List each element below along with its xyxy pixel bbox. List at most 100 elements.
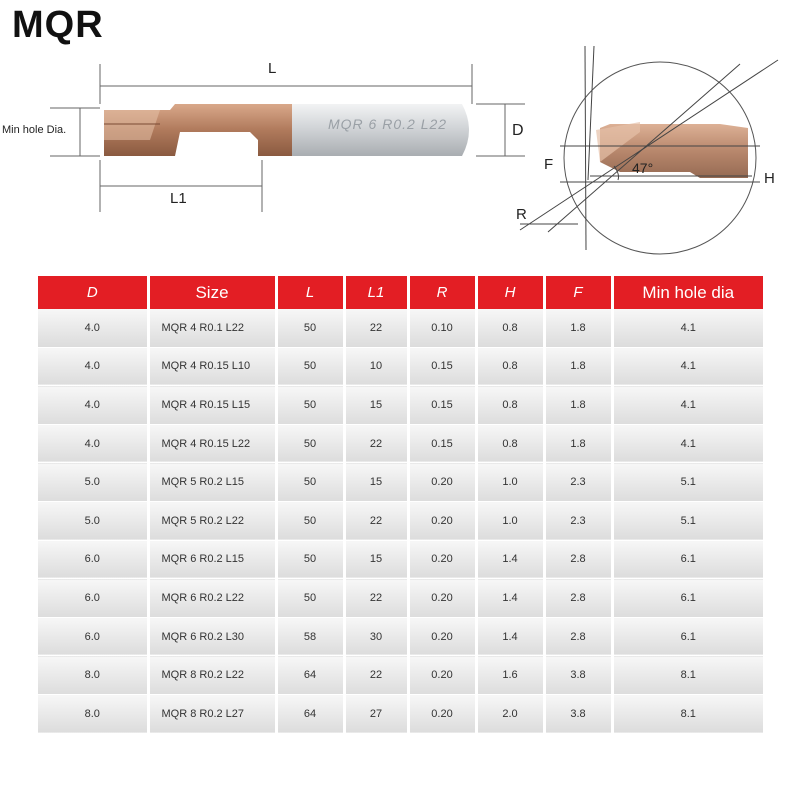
col-header-l1: L1 (344, 276, 410, 309)
cell-size: MQR 4 R0.15 L15 (148, 385, 278, 425)
cell-d: 8.0 (38, 655, 150, 695)
cell-size: MQR 8 R0.2 L22 (148, 655, 278, 695)
cell-r: 0.15 (408, 385, 478, 425)
cell-size: MQR 5 R0.2 L15 (148, 462, 278, 502)
d-label: D (512, 122, 524, 139)
cell-f: 1.8 (544, 385, 614, 425)
cell-f: 1.8 (544, 424, 614, 464)
table-header-row: D Size L L1 R H F Min hole dia (38, 276, 763, 309)
cell-f: 2.8 (544, 617, 614, 657)
cell-min-hole-dia: 5.1 (612, 501, 763, 541)
cell-d: 4.0 (38, 424, 150, 464)
cell-min-hole-dia: 5.1 (612, 462, 763, 502)
cell-min-hole-dia: 4.1 (612, 424, 763, 464)
min-hole-label: Min hole Dia. (2, 124, 67, 136)
cell-h: 0.8 (476, 385, 546, 425)
cell-l1: 22 (344, 501, 410, 541)
cell-size: MQR 5 R0.2 L22 (148, 501, 278, 541)
cell-r: 0.20 (408, 501, 478, 541)
cell-h: 1.0 (476, 462, 546, 502)
page-title: MQR (12, 4, 104, 46)
cell-f: 3.8 (544, 655, 614, 695)
cell-h: 1.0 (476, 501, 546, 541)
cell-l: 50 (276, 385, 346, 425)
cell-r: 0.20 (408, 540, 478, 580)
cell-h: 1.6 (476, 655, 546, 695)
cell-min-hole-dia: 6.1 (612, 617, 763, 657)
cell-h: 0.8 (476, 309, 546, 348)
cell-r: 0.15 (408, 424, 478, 464)
cell-l: 50 (276, 540, 346, 580)
cell-l: 50 (276, 462, 346, 502)
cell-h: 1.4 (476, 540, 546, 580)
cell-min-hole-dia: 8.1 (612, 694, 763, 734)
cell-r: 0.15 (408, 347, 478, 387)
col-header-l: L (276, 276, 346, 309)
cell-r: 0.20 (408, 694, 478, 734)
l-label: L (268, 60, 277, 77)
cell-l: 58 (276, 617, 346, 657)
cell-l1: 30 (344, 617, 410, 657)
cell-d: 8.0 (38, 694, 150, 734)
cell-d: 5.0 (38, 501, 150, 541)
cell-l: 50 (276, 578, 346, 618)
cell-size: MQR 6 R0.2 L22 (148, 578, 278, 618)
cell-l: 50 (276, 309, 346, 348)
cell-l1: 15 (344, 540, 410, 580)
l1-label: L1 (170, 190, 187, 207)
cell-l: 64 (276, 694, 346, 734)
col-header-h: H (476, 276, 546, 309)
cell-min-hole-dia: 4.1 (612, 385, 763, 425)
cell-f: 3.8 (544, 694, 614, 734)
cell-l: 50 (276, 424, 346, 464)
cell-size: MQR 4 R0.15 L22 (148, 424, 278, 464)
r-label: R (516, 206, 527, 223)
col-header-min-hole-dia: Min hole dia (612, 276, 763, 309)
cell-l1: 15 (344, 385, 410, 425)
cell-r: 0.20 (408, 655, 478, 695)
angle-label: 47° (632, 160, 654, 176)
cell-d: 5.0 (38, 462, 150, 502)
cell-r: 0.20 (408, 617, 478, 657)
cell-l: 50 (276, 347, 346, 387)
tool-detail-view (519, 45, 779, 255)
tool-main-view (104, 104, 469, 156)
cell-min-hole-dia: 6.1 (612, 578, 763, 618)
cell-size: MQR 8 R0.2 L27 (148, 694, 278, 734)
cell-f: 2.8 (544, 578, 614, 618)
col-header-f: F (544, 276, 614, 309)
cell-r: 0.10 (408, 309, 478, 348)
cell-size: MQR 6 R0.2 L15 (148, 540, 278, 580)
cell-l1: 27 (344, 694, 410, 734)
cell-min-hole-dia: 8.1 (612, 655, 763, 695)
cell-l1: 10 (344, 347, 410, 387)
cell-r: 0.20 (408, 578, 478, 618)
cell-size: MQR 6 R0.2 L30 (148, 617, 278, 657)
col-header-r: R (408, 276, 478, 309)
l1-dimension (99, 160, 263, 212)
cell-r: 0.20 (408, 462, 478, 502)
cell-h: 1.4 (476, 617, 546, 657)
cell-d: 6.0 (38, 578, 150, 618)
d-dimension (476, 103, 525, 157)
cell-d: 4.0 (38, 309, 150, 348)
cell-d: 4.0 (38, 385, 150, 425)
cell-size: MQR 4 R0.1 L22 (148, 309, 278, 348)
h-label: H (764, 170, 775, 187)
cell-f: 1.8 (544, 309, 614, 348)
col-header-size: Size (148, 276, 278, 309)
cell-l1: 22 (344, 655, 410, 695)
tool-marking: MQR 6 R0.2 L22 (328, 116, 448, 132)
cell-d: 6.0 (38, 617, 150, 657)
min-hole-dimension (50, 107, 100, 157)
